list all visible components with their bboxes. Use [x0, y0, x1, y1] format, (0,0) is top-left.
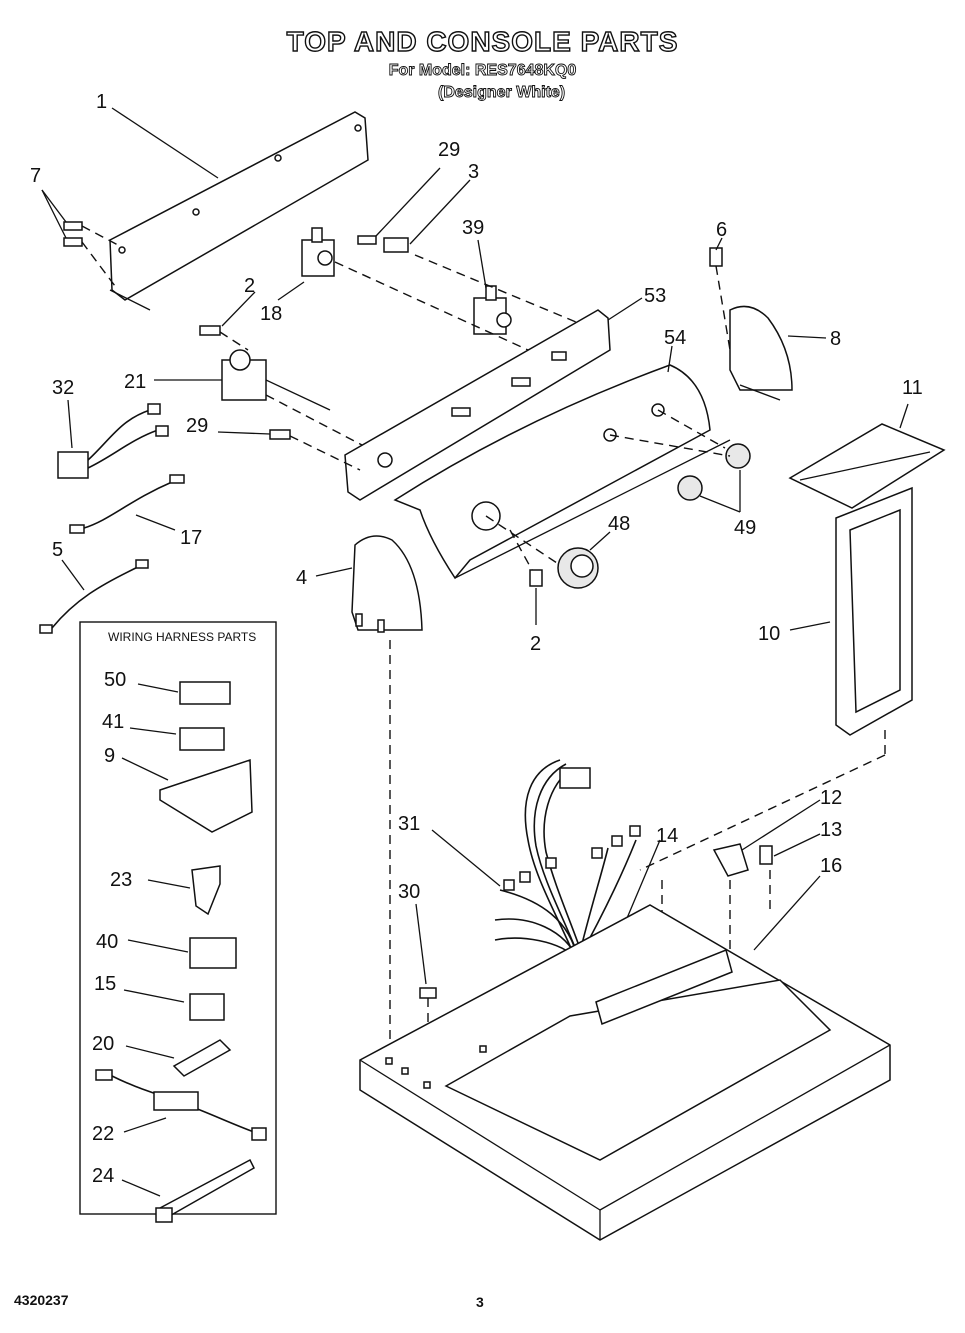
part-wire-17	[69, 474, 185, 534]
color-line: (Designer White)	[438, 84, 566, 102]
part-screw-2b	[529, 569, 543, 587]
part-knob-49a	[725, 443, 751, 469]
callout-13: 13	[820, 819, 842, 841]
callout-17: 17	[180, 527, 202, 549]
callout-29b: 29	[186, 415, 208, 437]
callout-24: 24	[92, 1165, 114, 1187]
doc-number: 4320237	[14, 1292, 69, 1308]
page-number: 3	[476, 1294, 484, 1310]
part-screw-6	[709, 247, 723, 267]
part-main-harness-31	[494, 759, 641, 981]
callout-21: 21	[124, 371, 146, 393]
part-rear-panel	[109, 111, 369, 311]
callout-16: 16	[820, 855, 842, 877]
part-endcap-4	[351, 535, 423, 633]
callout-15: 15	[94, 973, 116, 995]
part-timer-21	[221, 349, 331, 411]
callout-22: 22	[92, 1123, 114, 1145]
part-harness-32	[57, 403, 169, 479]
callout-7: 7	[30, 165, 41, 187]
callout-40: 40	[96, 931, 118, 953]
callout-23: 23	[110, 869, 132, 891]
part-bracket-3	[383, 237, 409, 253]
callout-1: 1	[96, 91, 107, 113]
part-knob-49b	[677, 475, 703, 501]
callout-32: 32	[52, 377, 74, 399]
callout-6: 6	[716, 219, 727, 241]
callout-39: 39	[462, 217, 484, 239]
part-clip-30	[419, 987, 437, 999]
part-console-panel	[393, 364, 731, 580]
model-line: For Model: RES7648KQ0	[388, 62, 577, 80]
callout-12: 12	[820, 787, 842, 809]
part-endcap-8	[729, 305, 793, 401]
callout-10: 10	[758, 623, 780, 645]
callout-18: 18	[260, 303, 282, 325]
part-connector-50	[179, 681, 231, 705]
callout-41: 41	[102, 711, 124, 733]
part-top-16	[359, 904, 891, 1241]
callout-11: 11	[902, 377, 923, 399]
callout-20: 20	[92, 1033, 114, 1055]
callout-48: 48	[608, 513, 630, 535]
wiring-box-title: WIRING HARNESS PARTS	[108, 630, 256, 644]
callout-8: 8	[830, 328, 841, 350]
part-screw-7	[63, 221, 119, 291]
wiring-harness-box	[79, 621, 277, 1215]
part-screw-13	[759, 845, 773, 865]
part-screw-2	[199, 325, 221, 336]
part-lint-trap-10	[835, 486, 913, 736]
part-cord-22	[95, 1069, 267, 1141]
callout-9: 9	[104, 745, 115, 767]
callout-14: 14	[656, 825, 678, 847]
callout-2b: 2	[530, 633, 541, 655]
callout-3: 3	[468, 161, 479, 183]
part-switch-39	[473, 285, 512, 335]
callout-49: 49	[734, 517, 756, 539]
page-title: TOP AND CONSOLE PARTS	[286, 25, 679, 57]
part-filter-11	[788, 423, 946, 509]
callout-29: 29	[438, 139, 460, 161]
part-screw-29b	[269, 429, 291, 440]
part-connector-40	[189, 937, 237, 969]
part-console-frame	[344, 309, 611, 501]
part-clip-23	[191, 865, 221, 916]
callout-50: 50	[104, 669, 126, 691]
part-bracket-12	[712, 843, 749, 877]
callout-54: 54	[664, 327, 686, 349]
callout-30: 30	[398, 881, 420, 903]
part-screw-29	[357, 235, 377, 245]
part-connector-41	[179, 727, 225, 751]
part-connector-15	[189, 993, 225, 1021]
callout-5: 5	[52, 539, 63, 561]
callout-4: 4	[296, 567, 307, 589]
part-wire-5	[39, 559, 149, 634]
part-terminal-20	[172, 1039, 232, 1077]
part-tie-24	[155, 1158, 255, 1223]
callout-53: 53	[644, 285, 666, 307]
part-block-9	[159, 758, 253, 833]
part-switch-18	[301, 227, 335, 277]
callout-2: 2	[244, 275, 255, 297]
callout-31: 31	[398, 813, 420, 835]
